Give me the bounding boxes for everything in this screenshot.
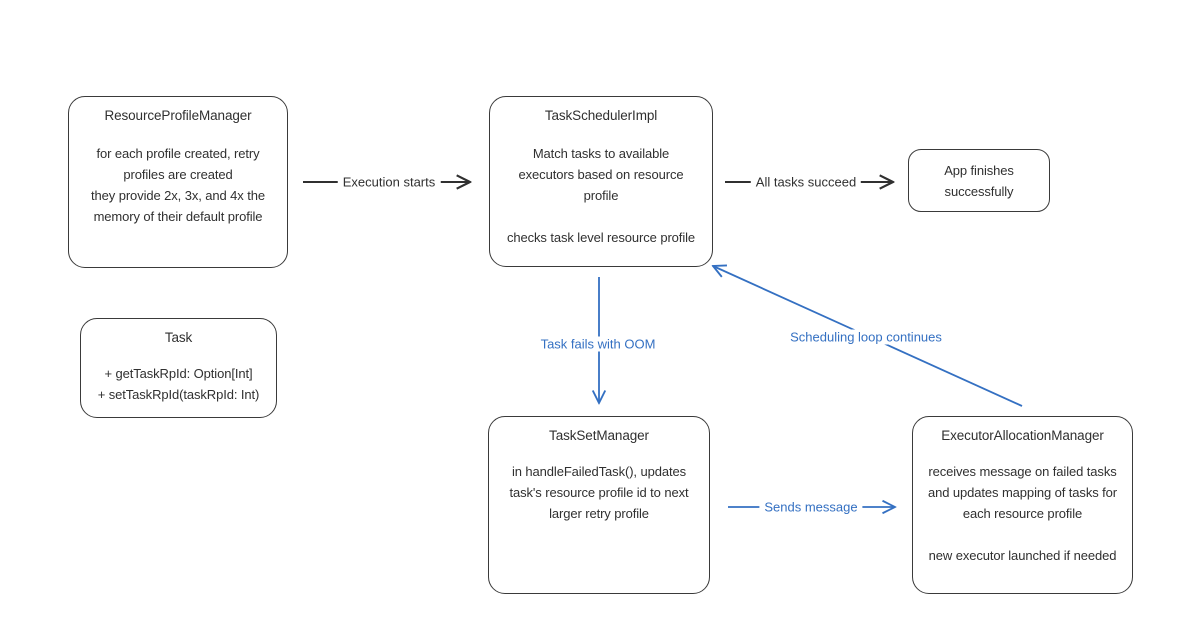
- node-body: in handleFailedTask(), updates task's re…: [509, 464, 689, 521]
- edge-label-sends-message: Sends message: [759, 499, 863, 515]
- node-body: receives message on failed tasks and upd…: [927, 464, 1118, 521]
- node-title: ExecutorAllocationManager: [941, 428, 1104, 443]
- node-task-scheduler-impl: TaskSchedulerImpl Match tasks to availab…: [489, 96, 713, 267]
- node-body: + getTaskRpId: Option[Int] + setTaskRpId…: [97, 366, 260, 402]
- node-resource-profile-manager: ResourceProfileManager for each profile …: [68, 96, 288, 268]
- node-title: TaskSchedulerImpl: [544, 108, 658, 123]
- node-executor-allocation-manager: ExecutorAllocationManager receives messa…: [912, 416, 1133, 594]
- node-body: Match tasks to available executors based…: [518, 146, 684, 203]
- edge-label-all-tasks-succeed: All tasks succeed: [750, 174, 862, 190]
- node-body-secondary: checks task level resource profile: [506, 230, 696, 245]
- node-body-secondary: new executor launched if needed: [928, 548, 1117, 563]
- node-body: for each profile created, retry profiles…: [91, 146, 265, 224]
- node-app-finishes: App finishes successfully: [908, 149, 1050, 212]
- edge-label-scheduling-loop: Scheduling loop continues: [785, 329, 947, 345]
- node-title: Task: [164, 330, 193, 345]
- node-title: TaskSetManager: [549, 428, 649, 443]
- edge-label-task-fails-oom: Task fails with OOM: [535, 336, 661, 352]
- node-title: ResourceProfileManager: [104, 108, 252, 123]
- node-body: App finishes successfully: [944, 162, 1014, 199]
- node-task-set-manager: TaskSetManager in handleFailedTask(), up…: [488, 416, 710, 594]
- edge-label-execution-starts: Execution starts: [337, 174, 441, 190]
- node-task: Task + getTaskRpId: Option[Int] + setTas…: [80, 318, 277, 418]
